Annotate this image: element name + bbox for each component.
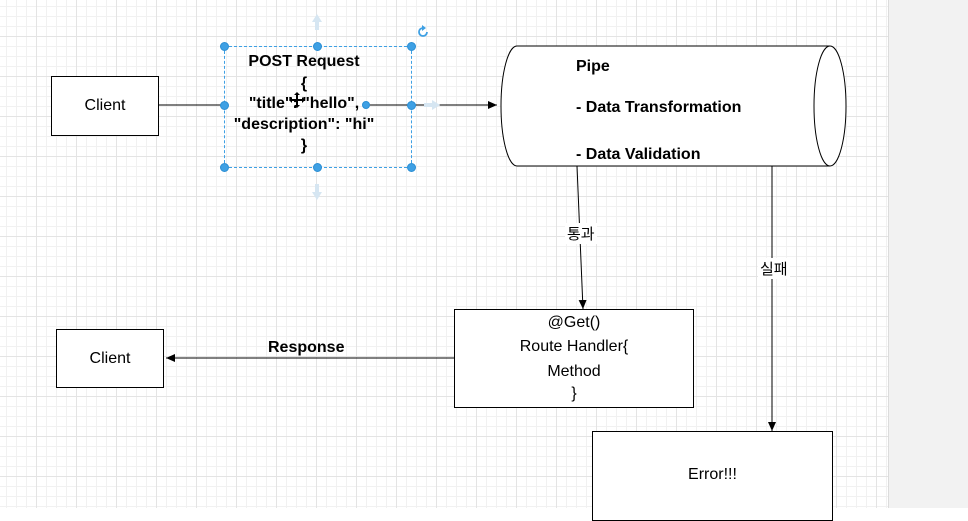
format-side-panel[interactable] [888, 0, 968, 508]
client-label: Client [89, 349, 131, 367]
route-handler-decorator: @Get() [547, 314, 601, 331]
resize-handle-nw[interactable] [220, 42, 229, 51]
route-handler-method: Method [547, 363, 601, 380]
error-label: Error!!! [688, 466, 737, 483]
pass-label[interactable]: 통과 [565, 223, 597, 244]
pipe-item-validation: - Data Validation [576, 146, 701, 163]
pipe-text[interactable]: Pipe - Data Transformation - Data Valida… [574, 56, 814, 166]
client-label: Client [84, 97, 126, 114]
pipe-title: Pipe [576, 58, 610, 75]
pipe-cylinder[interactable] [500, 45, 847, 167]
drag-arrow-down-icon[interactable] [312, 184, 322, 200]
client-box-bottom[interactable]: Client [56, 329, 164, 388]
route-handler-close: } [571, 385, 577, 402]
resize-handle-se[interactable] [407, 163, 416, 172]
pipe-item-transformation: - Data Transformation [576, 99, 742, 116]
resize-handle-e[interactable] [407, 101, 416, 110]
post-request-open-brace: { [300, 75, 308, 92]
route-handler-title: Route Handler{ [519, 338, 629, 355]
post-request-block[interactable]: POST Request { "title": "hello", "descri… [224, 46, 412, 168]
post-request-line-title: "title": "hello", [248, 95, 360, 112]
rotate-handle-icon[interactable] [416, 25, 430, 39]
selection-frame [224, 46, 412, 168]
fail-label[interactable]: 실패 [758, 258, 790, 279]
route-handler-box[interactable]: @Get() Route Handler{ Method } [454, 309, 694, 408]
error-box[interactable]: Error!!! [592, 431, 833, 521]
drag-arrow-right-icon[interactable] [424, 100, 440, 110]
resize-handle-sw[interactable] [220, 163, 229, 172]
client-box-top[interactable]: Client [51, 76, 159, 136]
resize-handle-s[interactable] [313, 163, 322, 172]
connection-point[interactable] [362, 101, 370, 109]
post-request-close-brace: } [300, 137, 308, 154]
post-request-line-description: "description": "hi" [233, 116, 375, 133]
move-cursor-icon [289, 92, 305, 108]
response-label[interactable]: Response [268, 339, 345, 356]
post-request-title: POST Request [248, 53, 360, 70]
resize-handle-ne[interactable] [407, 42, 416, 51]
edges-layer [158, 14, 847, 431]
drag-arrow-up-icon[interactable] [312, 14, 322, 30]
resize-handle-n[interactable] [313, 42, 322, 51]
resize-handle-w[interactable] [220, 101, 229, 110]
